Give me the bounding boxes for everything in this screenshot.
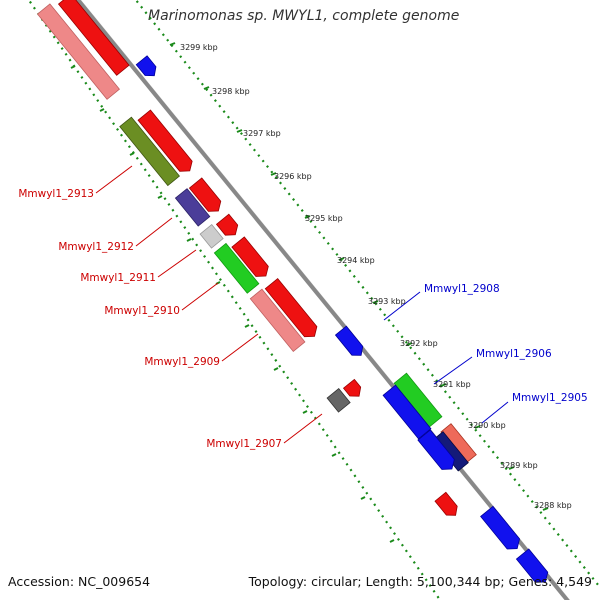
gene-feature-green [213, 242, 260, 294]
gene-feature-silver [199, 224, 224, 249]
gene-label-left: Mmwyl1_2913 [18, 188, 94, 200]
tick-label: 3297 kbp [243, 129, 281, 138]
gene-label-left: Mmwyl1_2909 [144, 356, 220, 368]
gene-feature-pink [249, 288, 306, 352]
tick-label: 3291 kbp [433, 380, 471, 389]
scale-tick-labels: 3299 kbp 3298 kbp 3297 kbp 3296 kbp 3295… [180, 43, 572, 510]
gene-label-left: Mmwyl1_2911 [80, 272, 156, 284]
gene-label-left: Mmwyl1_2912 [58, 241, 134, 253]
tick-label: 3294 kbp [337, 256, 375, 265]
gene-label-right: Mmwyl1_2905 [512, 392, 588, 404]
gene-feature-blue [135, 55, 157, 77]
gene-labels: Mmwyl1_2913 Mmwyl1_2912 Mmwyl1_2911 Mmwy… [18, 188, 587, 450]
gene-feature-red [264, 278, 318, 338]
map-title: Marinomonas sp. MWYL1, complete genome [148, 8, 460, 24]
gene-feature-olive [119, 116, 181, 187]
gene-feature-blue [515, 548, 549, 583]
gene-feature-blue [480, 505, 521, 550]
tick-label: 3295 kbp [305, 214, 343, 223]
gene-feature-red [231, 236, 269, 277]
gene-feature-blue [417, 429, 455, 470]
gene-feature-red [342, 378, 362, 397]
tick-label: 3299 kbp [180, 43, 218, 52]
gene-feature-slate [174, 188, 211, 227]
tick-label: 3289 kbp [500, 461, 538, 470]
tick-label: 3290 kbp [468, 421, 506, 430]
gene-label-left: Mmwyl1_2910 [104, 305, 180, 317]
gene-feature-blue [382, 384, 432, 440]
inner-scale-dots [27, 0, 441, 600]
tick-label: 3296 kbp [274, 172, 312, 181]
gene-label-left: Mmwyl1_2907 [206, 438, 282, 450]
genome-summary-text: Topology: circular; Length: 5,100,344 bp… [248, 574, 592, 589]
tick-label: 3293 kbp [368, 297, 406, 306]
gene-feature-red [434, 491, 458, 516]
tick-label: 3292 kbp [400, 339, 438, 348]
gene-label-right: Mmwyl1_2906 [476, 348, 552, 360]
gene-feature-gray [326, 388, 351, 413]
accession-text: Accession: NC_009654 [8, 574, 151, 589]
tick-label: 3298 kbp [212, 87, 250, 96]
label-leaders [95, 165, 509, 444]
gene-feature-red [215, 213, 239, 236]
gene-feature-red [137, 109, 193, 172]
gene-feature-red [57, 0, 130, 76]
gene-features [36, 0, 549, 583]
tick-label: 3288 kbp [534, 501, 572, 510]
outer-scale-dots [134, 0, 600, 590]
gene-feature-blue [334, 325, 364, 356]
gene-label-right: Mmwyl1_2908 [424, 283, 500, 295]
gene-feature-pink [36, 3, 121, 100]
backbone-line [75, 0, 570, 600]
outer-tick-marks [169, 42, 549, 511]
gene-feature-red [188, 177, 222, 212]
inner-tick-marks [70, 65, 395, 543]
